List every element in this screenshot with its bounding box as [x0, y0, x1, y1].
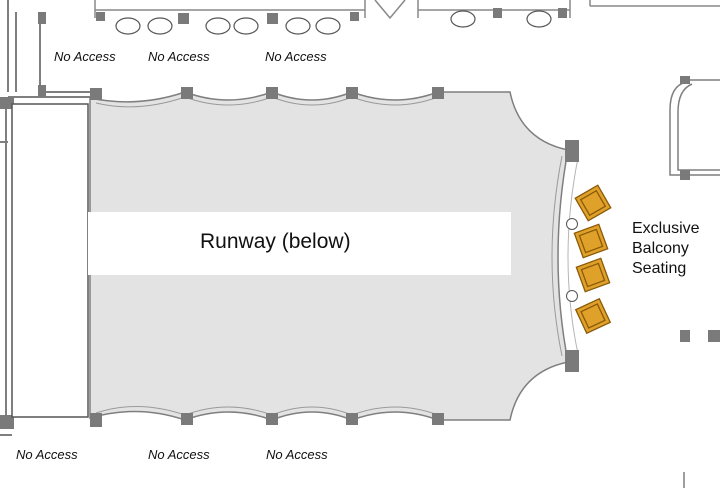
right-structure	[669, 79, 720, 488]
armchair-icon	[574, 184, 612, 222]
right-columns	[680, 76, 720, 342]
left-core	[0, 0, 95, 436]
armchair-icon	[574, 297, 612, 335]
balcony-edge	[551, 155, 563, 357]
runway-label: Runway (below)	[200, 230, 351, 253]
armchair-icon	[573, 223, 609, 259]
balcony-outer-edge	[567, 157, 579, 355]
main-floor-columns	[90, 87, 579, 427]
balcony-label-line: Balcony	[632, 240, 689, 257]
no-access-label: No Access	[148, 49, 210, 64]
runway	[11, 103, 89, 418]
round-table-icon	[566, 290, 578, 302]
runway-extension	[88, 212, 511, 275]
balcony-label-line: Seating	[632, 260, 687, 277]
balcony-side-tables	[566, 218, 578, 302]
round-table-icon	[566, 218, 578, 230]
top-tables	[115, 10, 552, 35]
no-access-label: No Access	[148, 447, 210, 462]
no-access-label: No Access	[266, 447, 328, 462]
top-strip-columns	[96, 8, 567, 24]
no-access-label: No Access	[16, 447, 78, 462]
balcony-label: Exclusive Balcony Seating	[632, 219, 700, 279]
balcony-chairs	[573, 184, 612, 335]
no-access-label: No Access	[54, 49, 116, 64]
no-access-label: No Access	[265, 49, 327, 64]
left-core-columns	[0, 12, 46, 429]
balcony-label-line: Exclusive	[632, 220, 700, 237]
armchair-icon	[575, 257, 611, 293]
